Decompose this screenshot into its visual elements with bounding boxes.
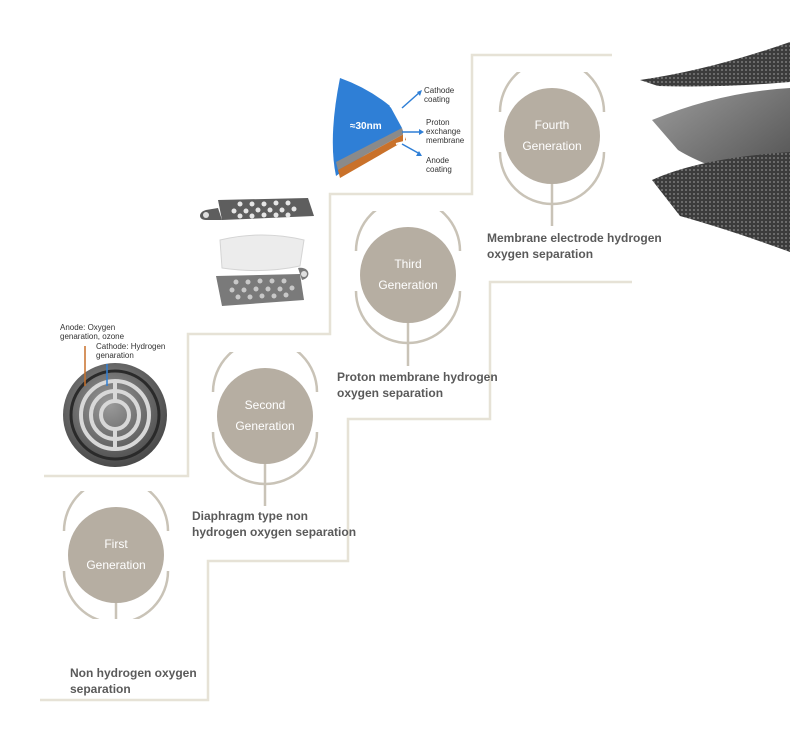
electrode-disc-image — [63, 363, 167, 467]
membrane-arrows — [401, 90, 424, 156]
first-generation-circle: First Generation — [68, 507, 164, 603]
thickness-label: ≈30nm — [350, 121, 382, 132]
third-generation-circle: Third Generation — [360, 227, 456, 323]
electrolyzer-plates-image — [200, 198, 314, 306]
second-generation-arc — [211, 352, 319, 506]
first-generation-description: Non hydrogen oxygen separation — [70, 666, 197, 696]
anode-annotation: Anode: Oxygen genaration, ozone — [60, 323, 125, 341]
membrane-cross-section-image — [332, 78, 406, 178]
electrode-leader-lines — [84, 346, 108, 386]
cathode-annotation: Cathode: Hydrogen genaration — [96, 342, 166, 360]
fourth-generation-circle: Fourth Generation — [504, 88, 600, 184]
third-generation-line2: Generation — [378, 278, 438, 292]
fourth-generation-arc — [498, 72, 606, 226]
membrane-electrode-layers-image — [640, 42, 790, 252]
second-generation-line1: Second — [244, 398, 286, 412]
cathode-coating-label: Cathode coating — [424, 86, 455, 104]
proton-exchange-membrane-label: Proton exchange membrane — [426, 118, 465, 145]
anode-coating-label: Anode coating — [426, 156, 452, 174]
third-generation-description: Proton membrane hydrogen oxygen separati… — [337, 370, 498, 400]
fourth-generation-line1: Fourth — [534, 118, 570, 132]
fourth-generation-description: Membrane electrode hydrogen oxygen separ… — [487, 231, 662, 261]
first-generation-line1: First — [104, 537, 128, 551]
first-generation-line2: Generation — [86, 558, 146, 572]
third-generation-arc — [354, 211, 462, 366]
second-generation-description: Diaphragm type non hydrogen oxygen separ… — [192, 509, 357, 539]
second-generation-circle: Second Generation — [217, 368, 313, 464]
fourth-generation-line2: Generation — [522, 139, 582, 153]
second-generation-line2: Generation — [235, 419, 295, 433]
third-generation-line1: Third — [394, 257, 422, 271]
